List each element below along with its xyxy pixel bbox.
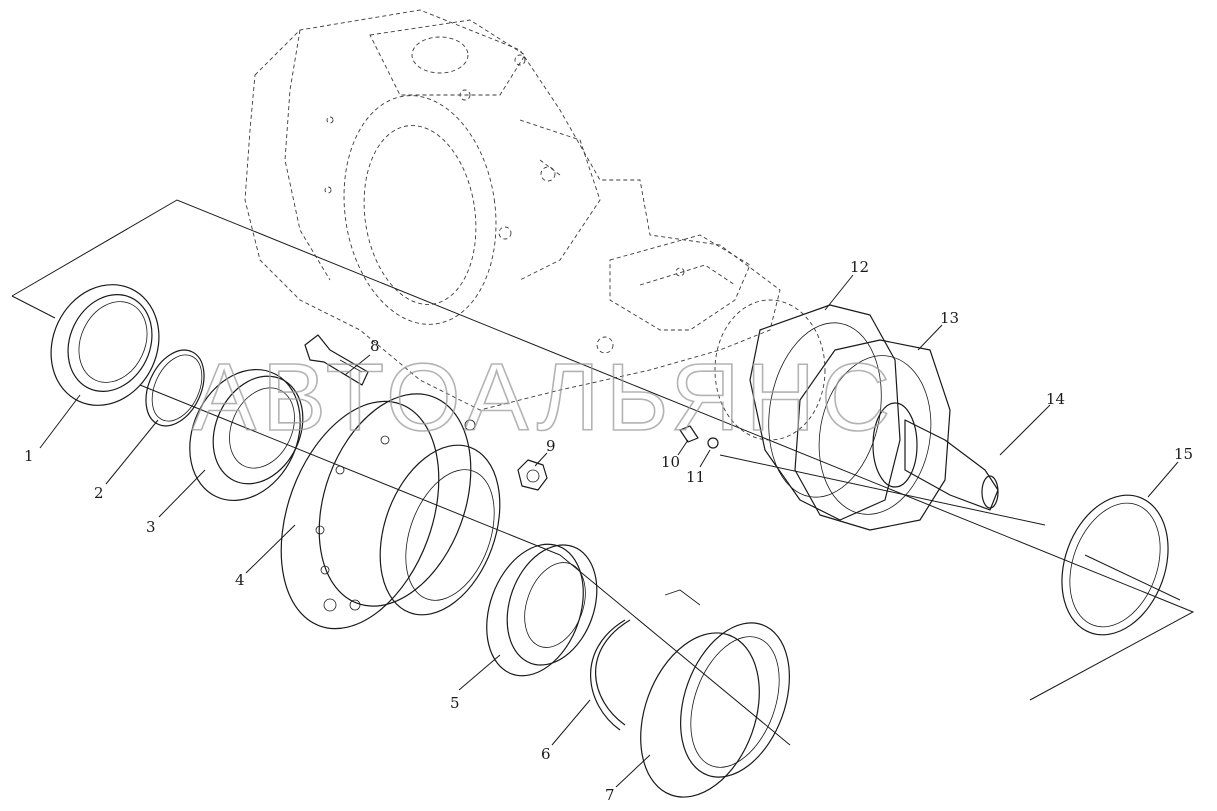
part-8-wheel-bolt [304, 334, 369, 386]
label-5: 5 [450, 694, 460, 712]
part-3-roller-bearing [189, 368, 304, 502]
part-14-half-shaft [904, 419, 999, 511]
label-3: 3 [146, 518, 156, 536]
part-6-retaining-ring [590, 619, 631, 731]
label-9: 9 [546, 437, 556, 455]
part-labels: 1 2 3 4 5 6 7 8 9 10 11 12 13 14 15 [24, 258, 1193, 804]
part-10-screw [679, 425, 699, 443]
part-7-ring-gear [640, 589, 790, 798]
part-1-oil-seal [50, 284, 160, 406]
part-2-snap-ring [145, 349, 205, 427]
label-6: 6 [541, 745, 551, 763]
part-15-snap-ring [1061, 494, 1169, 636]
part-11-washer [707, 437, 719, 449]
label-2: 2 [94, 484, 104, 502]
label-12: 12 [850, 258, 869, 276]
label-14: 14 [1046, 390, 1065, 408]
watermark-text: АВТОАЛЬЯНС [192, 344, 896, 451]
label-8: 8 [370, 337, 380, 355]
label-11: 11 [686, 468, 705, 486]
part-5-roller-bearing [486, 543, 598, 677]
part-4-wheel-hub [280, 393, 501, 630]
label-4: 4 [235, 571, 245, 589]
label-10: 10 [661, 453, 680, 471]
label-7: 7 [605, 786, 615, 804]
exploded-axis-line [139, 384, 1181, 746]
assembly-boundary [11, 199, 1195, 701]
part-13-flange [794, 339, 951, 531]
label-13: 13 [940, 309, 959, 327]
part-9-wheel-nut [517, 459, 548, 491]
leader-lines [39, 274, 1179, 788]
label-1: 1 [24, 447, 34, 465]
label-15: 15 [1174, 445, 1193, 463]
